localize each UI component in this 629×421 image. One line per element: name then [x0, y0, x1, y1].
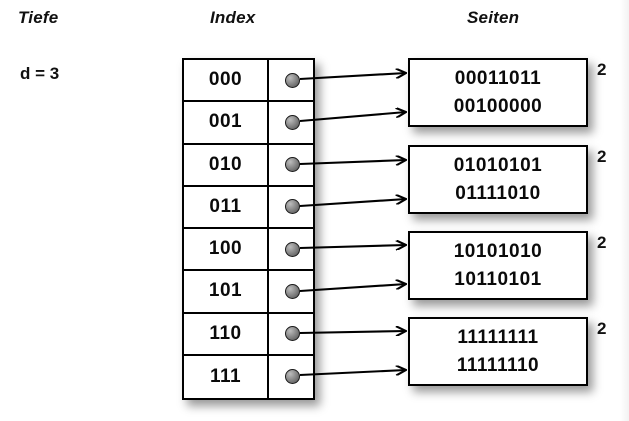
right-edge-strip	[620, 0, 629, 421]
index-pointer-cell[interactable]	[269, 187, 313, 227]
index-row[interactable]: 101	[184, 271, 313, 314]
index-key: 010	[184, 144, 269, 185]
page-box[interactable]: 01010101 01111010	[408, 145, 588, 214]
page-box[interactable]: 00011011 00100000	[408, 58, 588, 127]
index-row[interactable]: 011	[184, 186, 313, 229]
page-record: 11111111	[457, 326, 539, 348]
page-record: 11111110	[456, 354, 540, 376]
index-row[interactable]: 001	[184, 102, 313, 145]
arrow-110	[299, 331, 406, 333]
pointer-dot-icon	[284, 114, 300, 130]
arrow-001	[299, 112, 406, 123]
arrow-000	[299, 73, 406, 81]
page-count-label: 2	[597, 319, 607, 338]
index-pointer-cell[interactable]	[269, 229, 313, 269]
index-pointer-cell[interactable]	[269, 60, 313, 100]
index-key: 111	[184, 355, 269, 398]
arrow-100	[299, 245, 406, 248]
pointer-dot-icon	[284, 369, 300, 385]
index-pointer-cell[interactable]	[269, 314, 313, 354]
column-header-pages: Seiten	[467, 8, 520, 27]
pointer-dot-icon	[284, 283, 300, 299]
column-header-index: Index	[210, 8, 256, 27]
index-key: 110	[184, 313, 269, 354]
index-pointer-cell[interactable]	[269, 102, 313, 142]
index-row[interactable]: 010	[184, 144, 313, 187]
index-row[interactable]: 111	[184, 355, 313, 398]
index-key: 000	[184, 60, 269, 101]
page-record: 00100000	[453, 95, 543, 117]
pointer-dot-icon	[284, 326, 300, 342]
depth-value-label: d = 3	[20, 64, 60, 83]
page-count-label: 2	[597, 60, 607, 79]
index-pointer-cell[interactable]	[269, 145, 313, 185]
page-record: 10101010	[453, 240, 543, 262]
index-row[interactable]: 110	[184, 313, 313, 356]
index-key: 100	[184, 229, 269, 270]
arrow-101	[299, 284, 406, 293]
pointer-dot-icon	[284, 199, 300, 215]
index-pointer-cell[interactable]	[269, 356, 313, 398]
arrow-011	[299, 199, 406, 208]
index-row[interactable]: 100	[184, 229, 313, 272]
index-key: 101	[184, 271, 269, 312]
index-row[interactable]: 000	[184, 60, 313, 103]
index-table: 000 001 010 011 100 101 110 111	[182, 58, 315, 400]
arrow-111	[299, 370, 406, 377]
page-record: 01010101	[453, 154, 543, 176]
pointer-dot-icon	[284, 72, 300, 88]
page-record: 00011011	[454, 67, 542, 89]
page-box[interactable]: 10101010 10110101	[408, 231, 588, 300]
index-key: 011	[184, 186, 269, 227]
page-record: 10110101	[454, 268, 542, 290]
index-pointer-cell[interactable]	[269, 271, 313, 311]
index-key: 001	[184, 102, 269, 143]
page-count-label: 2	[597, 147, 607, 166]
arrow-010	[299, 160, 406, 164]
column-header-depth: Tiefe	[18, 8, 59, 27]
page-record: 01111010	[455, 182, 541, 204]
page-box[interactable]: 11111111 11111110	[408, 317, 588, 386]
pointer-dot-icon	[284, 241, 300, 257]
page-count-label: 2	[597, 233, 607, 252]
pointer-dot-icon	[284, 157, 300, 173]
